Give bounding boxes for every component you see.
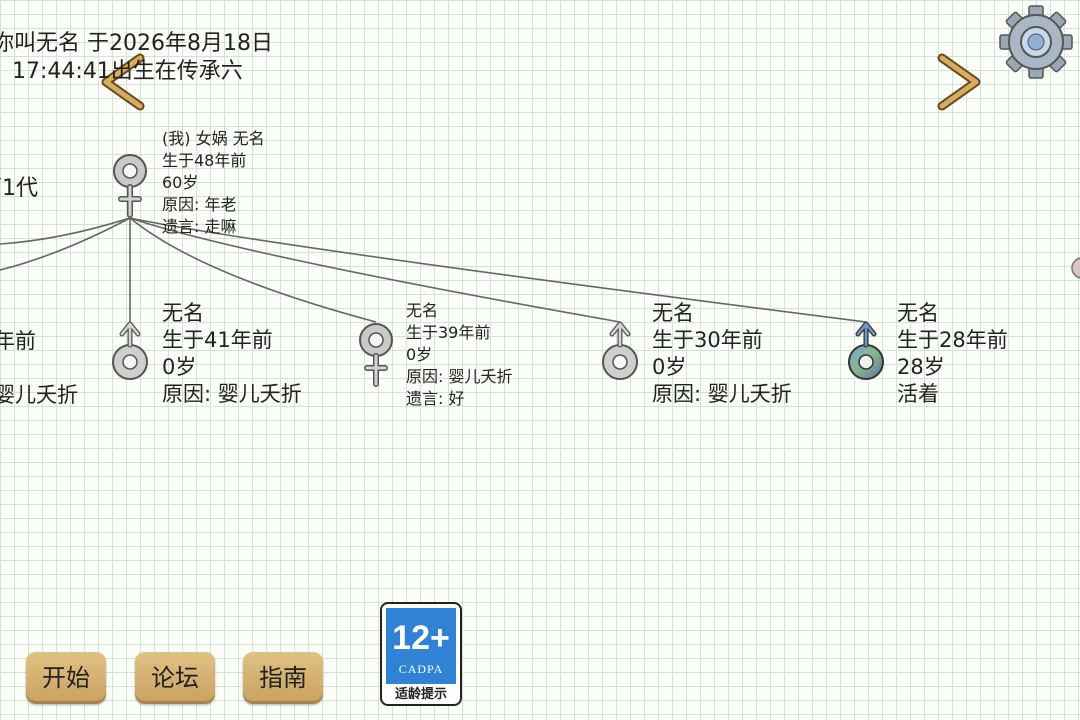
child-1-male-symbol bbox=[112, 321, 148, 380]
child-3-age: 0岁 bbox=[652, 355, 687, 379]
start-button[interactable]: 开始 bbox=[26, 652, 106, 704]
root-node-info[interactable]: (我) 女娲 无名 生于48年前 60岁 原因: 年老 遗言: 走嘛 bbox=[162, 128, 265, 238]
child-3-male-symbol bbox=[602, 321, 638, 380]
connector-child-2 bbox=[129, 217, 377, 323]
child-2-cause: 原因: 婴儿夭折 bbox=[406, 367, 513, 386]
child-3-info[interactable]: 无名 生于30年前 0岁 原因: 婴儿夭折 bbox=[652, 300, 792, 408]
child-4-male-symbol-alive bbox=[848, 321, 884, 380]
next-arrow-icon bbox=[937, 53, 981, 111]
child-2-info[interactable]: 无名 生于39年前 0岁 原因: 婴儿夭折 遗言: 好 bbox=[406, 300, 512, 410]
settings-button[interactable] bbox=[1000, 6, 1074, 80]
guide-button[interactable]: 指南 bbox=[243, 652, 323, 704]
age-rating-panel: 12+ CADPA bbox=[386, 608, 456, 684]
child-3-born: 生于30年前 bbox=[652, 328, 763, 352]
connector-offscreen-2 bbox=[0, 217, 131, 271]
birth-info-line-2: 17:44:41出生在传承六 bbox=[12, 59, 243, 84]
connector-child-4 bbox=[129, 217, 867, 323]
partial-left-born: 年前 bbox=[0, 329, 36, 353]
child-1-age: 0岁 bbox=[162, 355, 197, 379]
next-button[interactable] bbox=[932, 52, 988, 114]
child-2-last-words: 遗言: 好 bbox=[406, 389, 465, 408]
offscreen-node-edge bbox=[1071, 257, 1080, 279]
child-4-info[interactable]: 无名 生于28年前 28岁 活着 bbox=[897, 300, 1008, 408]
child-2-female-symbol bbox=[359, 323, 393, 387]
previous-arrow-icon bbox=[101, 53, 145, 111]
root-age: 60岁 bbox=[162, 173, 199, 192]
previous-button[interactable] bbox=[96, 52, 152, 114]
root-female-symbol bbox=[113, 154, 147, 218]
child-3-name: 无名 bbox=[652, 301, 694, 325]
child-4-status: 活着 bbox=[897, 382, 939, 406]
child-1-born: 生于41年前 bbox=[162, 328, 273, 352]
child-1-cause: 原因: 婴儿夭折 bbox=[162, 382, 302, 406]
child-2-born: 生于39年前 bbox=[406, 323, 491, 342]
forum-button[interactable]: 论坛 bbox=[135, 652, 215, 704]
age-rating-org: CADPA bbox=[398, 662, 444, 676]
root-last-words: 遗言: 走嘛 bbox=[162, 217, 237, 236]
child-4-age: 28岁 bbox=[897, 355, 945, 379]
age-rating-caption: 适龄提示 bbox=[394, 687, 447, 702]
child-1-name: 无名 bbox=[162, 301, 204, 325]
child-1-info[interactable]: 无名 生于41年前 0岁 原因: 婴儿夭折 bbox=[162, 300, 302, 408]
partial-left-cause: 婴儿夭折 bbox=[0, 383, 78, 407]
child-2-name: 无名 bbox=[406, 301, 439, 320]
child-3-cause: 原因: 婴儿夭折 bbox=[652, 382, 792, 406]
root-born: 生于48年前 bbox=[162, 151, 247, 170]
age-rating-number: 12+ bbox=[392, 619, 450, 657]
partial-left-cause-wrap: 婴儿夭折 bbox=[0, 382, 84, 409]
child-2-age: 0岁 bbox=[406, 345, 433, 364]
birth-info-line-1: 你叫无名 于2026年8月18日 bbox=[0, 31, 273, 56]
partial-left-node-info: 年前 bbox=[0, 328, 84, 355]
tree-connectors bbox=[0, 217, 867, 323]
child-4-born: 生于28年前 bbox=[897, 328, 1008, 352]
connector-offscreen-1 bbox=[0, 217, 131, 245]
root-name: (我) 女娲 无名 bbox=[162, 129, 265, 148]
connector-child-3 bbox=[129, 217, 621, 323]
generation-label: 第1代 bbox=[0, 176, 38, 201]
child-4-name: 无名 bbox=[897, 301, 939, 325]
age-rating-badge: 12+ CADPA 适龄提示 bbox=[380, 602, 462, 706]
settings-gear-icon bbox=[999, 5, 1073, 79]
root-cause: 原因: 年老 bbox=[162, 195, 237, 214]
